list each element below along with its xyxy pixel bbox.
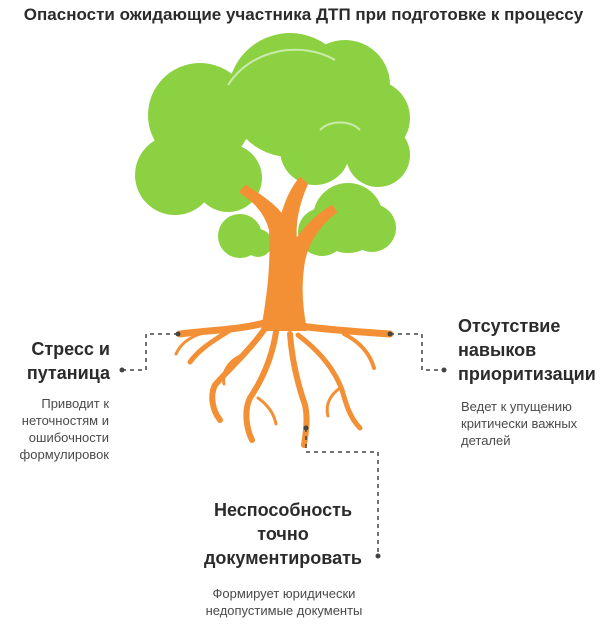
connector-right: [390, 333, 442, 371]
connector-right-dot: [387, 331, 393, 337]
connector-bottom-end: [375, 553, 381, 559]
connector-bottom-dot: [303, 425, 309, 431]
item-description-prioritization: Ведет к упущению критически важных детал…: [461, 399, 578, 448]
connectors: [124, 333, 442, 556]
item-heading-stress: Стресс и путаница: [26, 339, 110, 383]
tree-trunk: [239, 177, 337, 331]
tree-foliage: [135, 33, 410, 258]
connector-bottom: [305, 428, 379, 556]
item-description-documentation: Формирует юридически недопустимые докуме…: [205, 586, 363, 618]
connector-left-dot: [175, 331, 181, 337]
item-description-stress: Приводит к неточностям и ошибочности фор…: [19, 396, 109, 462]
connector-right-end: [441, 367, 447, 373]
diagram-title: Опасности ожидающие участника ДТП при по…: [23, 5, 584, 24]
item-heading-documentation: Неспособность точно документировать: [204, 500, 362, 568]
connector-left: [124, 333, 178, 371]
connector-left-end: [119, 367, 125, 373]
tree-roots: [174, 318, 394, 448]
item-heading-prioritization: Отсутствие навыков приоритизации: [458, 316, 596, 384]
